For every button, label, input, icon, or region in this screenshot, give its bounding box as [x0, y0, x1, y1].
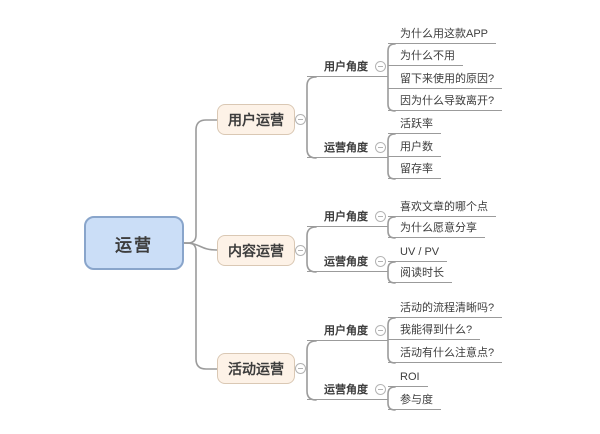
leaf-topic[interactable]: 阅读时长 — [388, 265, 452, 283]
leaf-topic[interactable]: 因为什么导致离开? — [388, 93, 503, 111]
collapse-button[interactable] — [295, 245, 306, 256]
minus-icon — [378, 388, 383, 391]
leaf-topic[interactable]: 为什么不用 — [388, 48, 463, 66]
subtopic-label-user-angle[interactable]: 用户角度 — [307, 323, 388, 341]
leaf-topic[interactable]: 为什么用这款APP — [388, 26, 497, 44]
minus-icon — [298, 367, 303, 370]
branch-topic-activity-ops[interactable]: 活动运营 — [217, 353, 295, 384]
minus-icon — [378, 329, 383, 332]
collapse-button[interactable] — [295, 114, 306, 125]
subtopic-label-user-angle[interactable]: 用户角度 — [307, 59, 388, 77]
leaf-topic[interactable]: UV / PV — [388, 244, 448, 262]
minus-icon — [378, 260, 383, 263]
leaf-topic[interactable]: 参与度 — [388, 392, 441, 410]
subtopic-label-ops-angle[interactable]: 运营角度 — [307, 140, 388, 158]
leaf-topic[interactable]: 喜欢文章的哪个点 — [388, 199, 496, 217]
collapse-button[interactable] — [295, 363, 306, 374]
branch-topic-user-ops[interactable]: 用户运营 — [217, 104, 295, 135]
leaf-topic[interactable]: 活动有什么注意点? — [388, 345, 503, 363]
minus-icon — [298, 118, 303, 121]
subtopic-label-ops-angle[interactable]: 运营角度 — [307, 382, 388, 400]
minus-icon — [298, 249, 303, 252]
collapse-button[interactable] — [375, 61, 386, 72]
leaf-topic[interactable]: 为什么愿意分享 — [388, 220, 485, 238]
subtopic-label-user-angle[interactable]: 用户角度 — [307, 209, 388, 227]
leaf-topic[interactable]: 留存率 — [388, 161, 441, 179]
leaf-topic[interactable]: 用户数 — [388, 139, 441, 157]
collapse-button[interactable] — [375, 211, 386, 222]
leaf-topic[interactable]: 活动的流程清晰吗? — [388, 300, 503, 318]
root-topic[interactable]: 运营 — [84, 216, 184, 270]
subtopic-label-ops-angle[interactable]: 运营角度 — [307, 254, 388, 272]
collapse-button[interactable] — [375, 256, 386, 267]
collapse-button[interactable] — [375, 325, 386, 336]
leaf-topic[interactable]: ROI — [388, 369, 428, 387]
collapse-button[interactable] — [375, 384, 386, 395]
leaf-topic[interactable]: 活跃率 — [388, 116, 441, 134]
minus-icon — [378, 146, 383, 149]
leaf-topic[interactable]: 留下来使用的原因? — [388, 71, 503, 89]
minus-icon — [378, 65, 383, 68]
minus-icon — [378, 215, 383, 218]
branch-topic-content-ops[interactable]: 内容运营 — [217, 235, 295, 266]
collapse-button[interactable] — [375, 142, 386, 153]
leaf-topic[interactable]: 我能得到什么? — [388, 322, 481, 340]
